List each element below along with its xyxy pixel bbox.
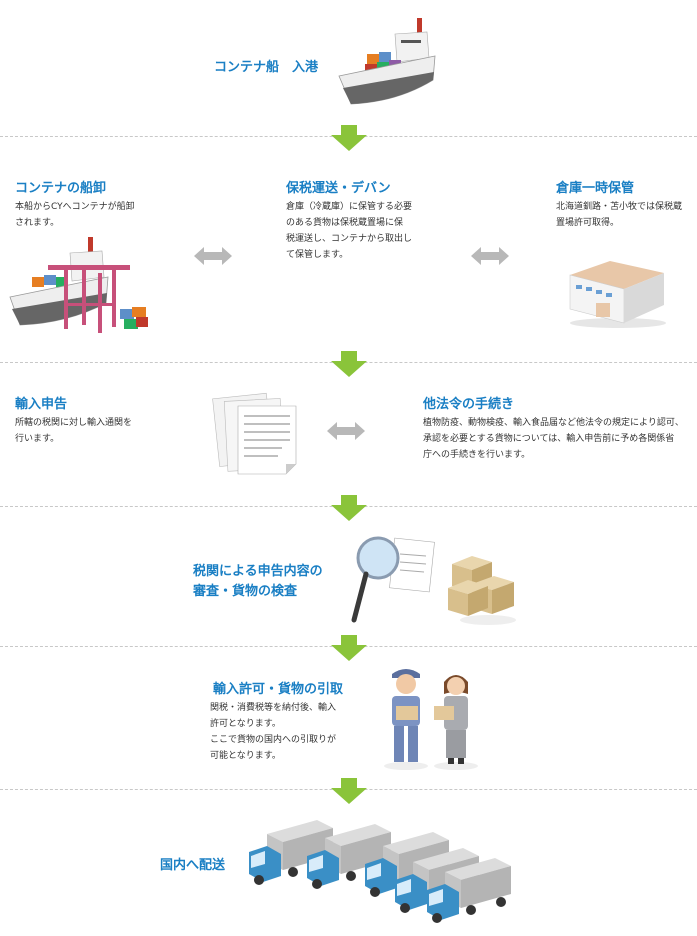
container-ship-icon [338, 18, 436, 105]
down-arrow-icon [331, 635, 367, 661]
step-other-laws-title: 他法令の手続き [423, 397, 515, 412]
step-unload-title: コンテナの船卸 [15, 181, 107, 196]
step-permit-desc: 関税・消費税等を納付後、輸入 許可となります。 ここで貨物の国内への引取りが 可… [210, 703, 337, 761]
step-bonded-title: 保税運送・デバン [286, 181, 391, 196]
magnifier-boxes-icon [351, 536, 516, 625]
step-permit-title: 輸入許可・貨物の引取 [213, 682, 344, 697]
step-arrival-title: コンテナ船 入港 [214, 60, 319, 75]
step-delivery-title: 国内へ配送 [160, 858, 226, 873]
down-arrow-icon [331, 778, 367, 804]
step-storage-title: 倉庫一時保管 [556, 181, 635, 196]
step-declaration-title: 輸入申告 [15, 397, 68, 412]
step-unload-desc: 本船からCYへコンテナが船卸 されます。 [15, 202, 135, 228]
workers-icon [384, 669, 478, 770]
down-arrow-icon [331, 351, 367, 377]
double-arrow-icon [471, 247, 509, 265]
double-arrow-icon [327, 422, 365, 440]
down-arrow-icon [331, 125, 367, 151]
step-bonded-desc: 倉庫（冷蔵庫）に保管する必要 のある貨物は保税蔵置場に保 税運送し、コンテナから… [286, 202, 413, 260]
double-arrow-icon [194, 247, 232, 265]
crane-ship-icon [9, 237, 148, 333]
warehouse-icon [569, 261, 666, 328]
step-other-laws-desc: 植物防疫、動物検疫、輸入食品届など他法令の規定により認可、 承認を必要とする貨物… [423, 418, 684, 460]
down-arrow-icon [331, 495, 367, 521]
step-storage-desc: 北海道釧路・苫小牧では保税蔵 置場許可取得。 [556, 202, 683, 228]
trucks-icon [249, 820, 511, 923]
documents-icon [212, 392, 297, 475]
step-declaration-desc: 所轄の税関に対し輸入通関を 行います。 [15, 418, 133, 444]
step-inspection-title: 税関による申告内容の 審査・貨物の検査 [193, 564, 323, 599]
